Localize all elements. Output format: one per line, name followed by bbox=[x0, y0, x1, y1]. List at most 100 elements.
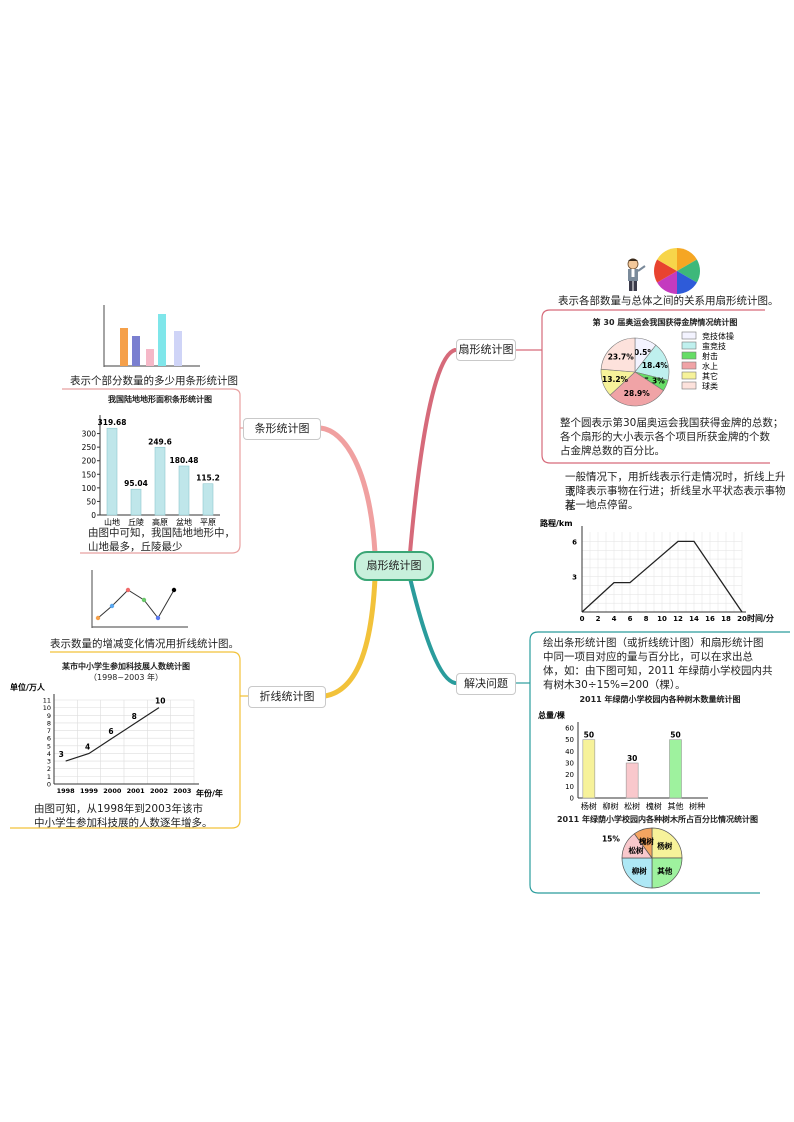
slice-label: 槐树 bbox=[638, 836, 654, 846]
connector-bar bbox=[317, 425, 378, 556]
y-tick-label: 250 bbox=[82, 443, 97, 452]
x-tick-label: 6 bbox=[628, 615, 633, 623]
x-tick-label: 20 bbox=[737, 615, 747, 623]
y-tick-label: 5 bbox=[47, 742, 51, 750]
point-label: 10 bbox=[155, 697, 165, 706]
bar bbox=[178, 465, 190, 516]
decor-point-2 bbox=[109, 603, 115, 609]
presenter-icon bbox=[627, 258, 646, 291]
x-tick-label: 0 bbox=[580, 615, 585, 623]
line-chart-title: 某市中小学生参加科技展人数统计图 bbox=[62, 662, 190, 671]
legend-swatch bbox=[681, 351, 697, 360]
y-tick-label: 3 bbox=[572, 574, 577, 582]
bar-value-label: 30 bbox=[627, 754, 637, 763]
bar bbox=[106, 427, 118, 516]
connector-solve bbox=[408, 576, 457, 685]
x-tick-label: 1998 bbox=[57, 787, 76, 795]
y-tick-label: 50 bbox=[86, 497, 96, 506]
series-line bbox=[65, 707, 160, 762]
x-tick-label: 2003 bbox=[173, 787, 191, 795]
connector-line bbox=[322, 575, 378, 699]
x-axis-title: 时间/分 bbox=[747, 613, 774, 623]
bar-value-label: 95.04 bbox=[124, 479, 148, 488]
branch-solve-node[interactable]: 解决问题 bbox=[456, 673, 516, 695]
y-tick-label: 0 bbox=[91, 511, 96, 520]
legend-label: 水上 bbox=[702, 361, 718, 371]
y-tick-label: 11 bbox=[43, 697, 51, 705]
point-label: 3 bbox=[59, 750, 64, 759]
pie-slice bbox=[633, 827, 653, 860]
slice-label: 松树 bbox=[628, 845, 643, 855]
bar-conclusion-1: 由图中可知，我国陆地地形中， bbox=[88, 527, 235, 539]
x-tick-label: 2 bbox=[596, 615, 601, 623]
x-tick-label: 12 bbox=[673, 615, 683, 623]
pie-group-outline bbox=[541, 309, 770, 464]
x-tick-label: 18 bbox=[721, 615, 731, 623]
legend-swatch bbox=[681, 331, 697, 340]
y-tick-label: 10 bbox=[43, 704, 51, 712]
y-axis-title: 总量/棵 bbox=[538, 710, 565, 720]
bar-conclusion-2: 山地最多，丘陵最少 bbox=[88, 541, 183, 553]
y-tick-label: 6 bbox=[572, 538, 577, 546]
slice-label: 杨树 bbox=[657, 840, 672, 850]
y-tick-label: 50 bbox=[565, 736, 574, 744]
branch-line-node[interactable]: 折线统计图 bbox=[248, 686, 326, 708]
y-tick-label: 3 bbox=[47, 758, 51, 766]
y-tick-label: 0 bbox=[570, 795, 574, 803]
pie-slice bbox=[651, 857, 683, 889]
line-conclusion-1: 由图可知，从1998年到2003年该市 bbox=[34, 803, 203, 815]
decor-pie-slice bbox=[677, 248, 697, 271]
line-group-outline bbox=[10, 651, 241, 829]
decor-pie-slice bbox=[677, 271, 697, 294]
center-node[interactable]: 扇形统计图 bbox=[354, 551, 434, 581]
decor-point-3 bbox=[125, 587, 131, 593]
slice-label: 18.4% bbox=[642, 361, 669, 370]
legend-swatch bbox=[681, 371, 697, 380]
decor-bar-2 bbox=[132, 336, 140, 366]
x-tick-label: 其他 bbox=[668, 801, 684, 811]
x-tick-label: 丘陵 bbox=[128, 518, 144, 527]
x-tick-label: 杨树 bbox=[581, 801, 597, 811]
legend-swatch bbox=[681, 361, 697, 370]
solve-line-desc-1: 一般情况下，用折线表示行走情况时，折线上升或 bbox=[565, 471, 786, 498]
decor-pie-slice bbox=[677, 259, 700, 283]
x-tick-label: 2000 bbox=[103, 787, 122, 795]
line-desc: 表示数量的增减变化情况用折线统计图。 bbox=[50, 638, 239, 650]
slice-label: 23.7% bbox=[608, 352, 635, 361]
pie-conclusion-1: 整个圆表示第30届奥运会我国获得金牌的总数； bbox=[560, 417, 784, 429]
y-tick-label: 20 bbox=[565, 771, 574, 779]
line-chart-subtitle: （1998~2003 年） bbox=[89, 673, 163, 682]
branch-pie-node[interactable]: 扇形统计图 bbox=[456, 339, 516, 361]
x-tick-label: 1999 bbox=[80, 787, 99, 795]
solve-desc-1: 绘出条形统计图（或折线统计图）和扇形统计图 bbox=[543, 637, 764, 649]
solve-line-desc-2: 下降表示事物在行进；折线呈水平状态表示事物在 bbox=[565, 485, 786, 512]
bar-chart-terrain: 050100150200250300319.68山地95.04丘陵249.6高原… bbox=[82, 415, 220, 527]
x-tick-label: 树种 bbox=[689, 801, 705, 811]
x-tick-label: 盆地 bbox=[176, 517, 192, 527]
solve-desc-3: 体，如：由下图可知，2011 年绿荫小学校园内共 bbox=[543, 665, 773, 677]
slice-label: 柳树 bbox=[632, 866, 647, 876]
slice-label: 28.9% bbox=[624, 389, 651, 398]
legend-swatch bbox=[681, 381, 697, 390]
point-label: 8 bbox=[132, 712, 137, 721]
x-tick-label: 2002 bbox=[150, 787, 168, 795]
bar bbox=[669, 739, 682, 799]
y-tick-label: 40 bbox=[565, 748, 574, 756]
solve-line-desc-3: 某一地点停留。 bbox=[565, 499, 639, 511]
solve-group-outline bbox=[529, 631, 790, 894]
y-tick-label: 30 bbox=[565, 760, 574, 768]
legend-label: 竞技体操 bbox=[702, 331, 734, 341]
pie-slice bbox=[600, 337, 636, 373]
slice-label: 13.2% bbox=[602, 375, 629, 384]
slice-label: 10.5% bbox=[629, 348, 656, 357]
x-tick-label: 4 bbox=[612, 615, 617, 623]
bar-value-label: 115.2 bbox=[196, 474, 220, 483]
y-tick-label: 100 bbox=[82, 484, 97, 493]
branch-bar-node[interactable]: 条形统计图 bbox=[243, 418, 321, 440]
decor-line-chart-icon bbox=[91, 570, 188, 628]
pie-conclusion-3: 占金牌总数的百分比。 bbox=[560, 445, 665, 457]
bar-group-outline bbox=[62, 388, 241, 554]
bar-value-label: 249.6 bbox=[148, 437, 172, 446]
